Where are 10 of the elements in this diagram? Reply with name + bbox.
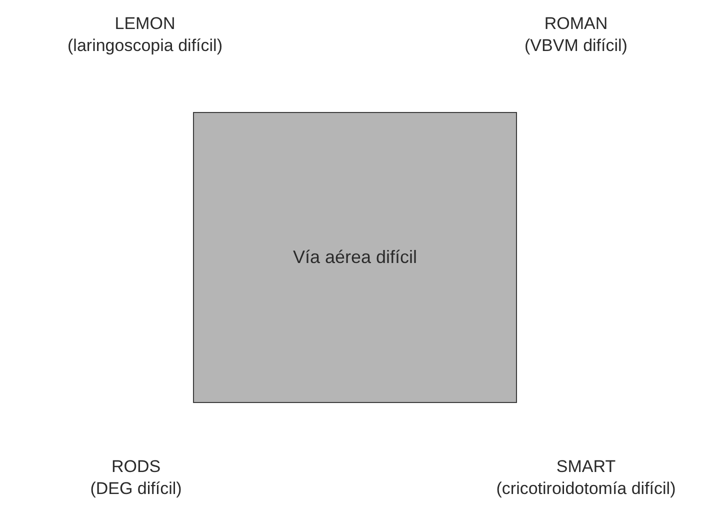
corner-heading: SMART <box>556 457 616 477</box>
corner-subtitle: (VBVM difícil) <box>524 36 628 56</box>
rectangle-box <box>193 112 517 403</box>
corner-subtitle: (DEG difícil) <box>90 479 182 499</box>
box-label: Vía aérea difícil <box>292 247 418 268</box>
corner-heading: LEMON <box>114 14 176 34</box>
corner-subtitle: (cricotiroidotomía difícil) <box>496 479 676 499</box>
corner-heading: RODS <box>111 457 161 477</box>
corner-subtitle: (laringoscopia difícil) <box>68 36 222 56</box>
corner-heading: ROMAN <box>544 14 608 34</box>
